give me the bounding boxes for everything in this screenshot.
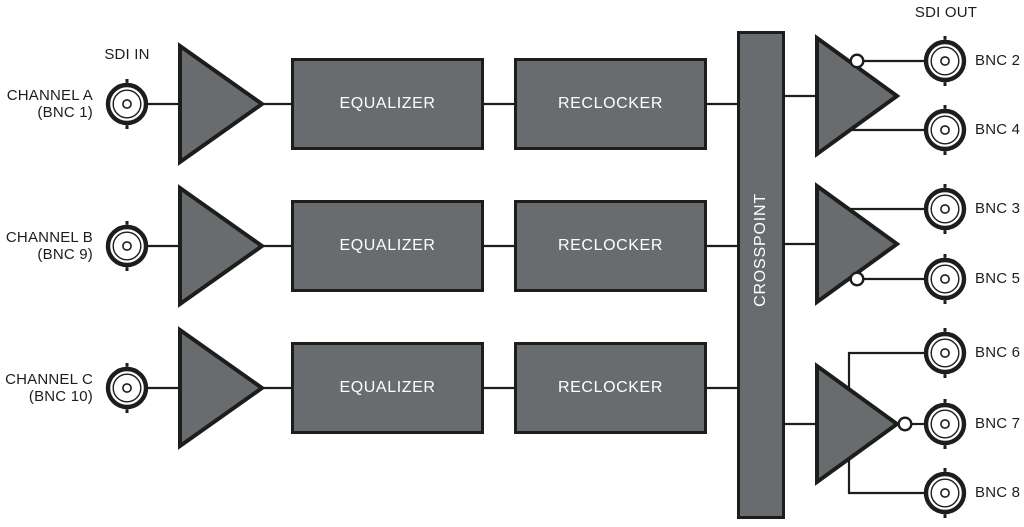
channel-c-name: CHANNEL C	[5, 371, 93, 388]
inverter-bubbles	[849, 53, 913, 432]
bnc-connector-input-1-icon	[108, 79, 146, 129]
channel-c-label: CHANNEL C (BNC 10)	[0, 371, 93, 405]
sdi-in-title: SDI IN	[104, 46, 150, 63]
sdi-out-title: SDI OUT	[914, 4, 978, 21]
bnc-connector-input-9-icon	[108, 221, 146, 271]
crosspoint-block: CROSSPOINT	[737, 31, 785, 519]
bnc-connector-output-6-icon	[926, 328, 964, 378]
channel-b-label: CHANNEL B (BNC 9)	[0, 229, 93, 263]
channel-a-bnc: (BNC 1)	[37, 104, 93, 121]
bnc-2-label: BNC 2	[975, 52, 1021, 69]
bnc-connector-input-10-icon	[108, 363, 146, 413]
inverter-bubble-bnc2-icon	[849, 53, 865, 69]
inverter-bubble-bnc7-icon	[897, 416, 913, 432]
bnc-5-label: BNC 5	[975, 270, 1021, 287]
inverter-bubble-bnc5-icon	[849, 271, 865, 287]
wire-amp3-to-bnc6	[847, 351, 924, 392]
bnc-connector-output-5-icon	[926, 254, 964, 304]
channel-b-name: CHANNEL B	[5, 229, 93, 246]
channel-a-label: CHANNEL A (BNC 1)	[0, 87, 93, 121]
wire-amp3-to-bnc8	[847, 456, 924, 495]
input-amplifier-b-icon	[178, 184, 266, 308]
reclocker-block-c: RECLOCKER	[514, 342, 707, 434]
bnc-8-label: BNC 8	[975, 484, 1021, 501]
equalizer-block-a: EQUALIZER	[291, 58, 484, 150]
equalizer-block-b: EQUALIZER	[291, 200, 484, 292]
reclocker-block-b: RECLOCKER	[514, 200, 707, 292]
equalizer-block-c: EQUALIZER	[291, 342, 484, 434]
reclocker-block-a: RECLOCKER	[514, 58, 707, 150]
bnc-6-label: BNC 6	[975, 344, 1021, 361]
bnc-connector-output-3-icon	[926, 184, 964, 234]
input-amplifier-a-icon	[178, 42, 266, 166]
bnc-3-label: BNC 3	[975, 200, 1021, 217]
amplifiers	[178, 34, 901, 486]
output-amplifier-3-icon	[815, 362, 901, 486]
bnc-4-label: BNC 4	[975, 121, 1021, 138]
crosspoint-label: CROSSPOINT	[752, 193, 769, 307]
input-amplifier-c-icon	[178, 326, 266, 450]
channel-b-bnc: (BNC 9)	[37, 246, 93, 263]
bnc-connector-output-8-icon	[926, 468, 964, 518]
wires	[148, 59, 924, 495]
bnc-connector-output-2-icon	[926, 36, 964, 86]
bnc-connector-output-4-icon	[926, 105, 964, 155]
channel-a-name: CHANNEL A	[6, 87, 93, 104]
bnc-connector-output-7-icon	[926, 399, 964, 449]
channel-c-bnc: (BNC 10)	[28, 388, 93, 405]
bnc-7-label: BNC 7	[975, 415, 1021, 432]
